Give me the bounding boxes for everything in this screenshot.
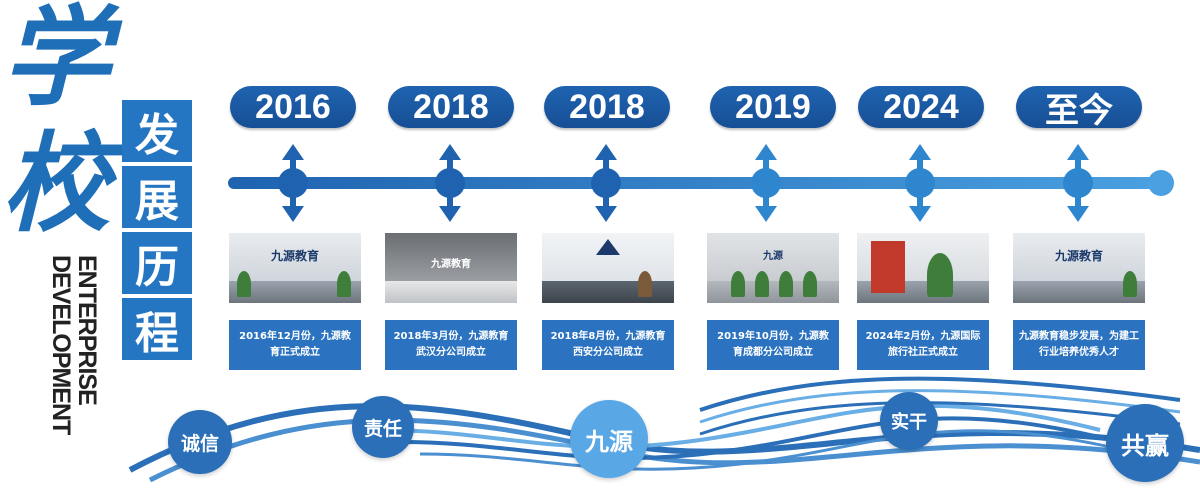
- year-pill-1: 2016: [230, 86, 356, 128]
- timeline-node-3: [591, 144, 621, 222]
- milestone-desc-6: 九源教育稳步发展，为建工行业培养优秀人才: [1013, 320, 1145, 370]
- milestone-desc-4: 2019年10月份，九源教育成都分公司成立: [707, 320, 839, 370]
- photo-logo-6: 九源教育: [1054, 249, 1104, 263]
- title-char-2: 校: [2, 121, 111, 247]
- value-circle-winwin: 共赢: [1106, 404, 1184, 482]
- photo-logo-4: 九源: [763, 251, 783, 262]
- milestone-desc-text-5: 2024年2月份，九源国际旅行社正式成立: [865, 331, 981, 358]
- milestone-desc-text-4: 2019年10月份，九源教育成都分公司成立: [717, 331, 829, 358]
- office-photo-3: [542, 233, 674, 303]
- timeline-node-5: [905, 144, 935, 222]
- year-pill-6: 至今: [1016, 86, 1142, 130]
- year-pill-2: 2018: [388, 86, 514, 128]
- office-photo-4: 九源: [707, 233, 839, 303]
- title-box-char-4: 程: [122, 298, 192, 360]
- milestone-desc-1: 2016年12月份，九源教育正式成立: [229, 320, 361, 370]
- title-box-column: 发 展 历 程: [122, 100, 198, 364]
- milestone-desc-text-1: 2016年12月份，九源教育正式成立: [239, 331, 351, 358]
- milestone-desc-text-6: 九源教育稳步发展，为建工行业培养优秀人才: [1019, 331, 1139, 358]
- title-box-char-2: 展: [122, 166, 192, 228]
- value-circle-responsibility: 责任: [352, 396, 414, 458]
- photo-logo-3: [596, 239, 620, 258]
- office-photo-6: 九源教育: [1013, 233, 1145, 303]
- office-photo-5: [857, 233, 989, 303]
- milestone-desc-2: 2018年3月份，九源教育武汉分公司成立: [385, 320, 517, 370]
- milestone-desc-text-2: 2018年3月份，九源教育武汉分公司成立: [393, 331, 509, 358]
- office-photo-1: 九源教育: [229, 233, 361, 303]
- title-box-char-1: 发: [122, 100, 192, 162]
- timeline-node-2: [435, 144, 465, 222]
- photo-logo-2: 九源教育: [431, 259, 471, 270]
- value-circle-jiuyuan: 九源: [570, 400, 648, 478]
- milestone-desc-5: 2024年2月份，九源国际旅行社正式成立: [857, 320, 989, 370]
- timeline-node-1: [278, 144, 308, 222]
- timeline-node-6: [1063, 144, 1093, 222]
- value-circle-integrity: 诚信: [168, 410, 232, 474]
- year-pill-5: 2024: [858, 86, 984, 128]
- milestone-desc-3: 2018年8月份，九源教育西安分公司成立: [542, 320, 674, 370]
- value-circle-hardwork: 实干: [880, 392, 938, 450]
- milestone-desc-text-3: 2018年8月份，九源教育西安分公司成立: [550, 331, 666, 358]
- year-pill-4: 2019: [710, 86, 836, 128]
- photo-logo-1: 九源教育: [270, 249, 320, 263]
- office-photo-2: 九源教育: [385, 233, 517, 303]
- title-box-char-3: 历: [122, 232, 192, 294]
- timeline-node-4: [751, 144, 781, 222]
- year-pill-3: 2018: [544, 86, 670, 128]
- title-char-1: 学: [2, 0, 111, 121]
